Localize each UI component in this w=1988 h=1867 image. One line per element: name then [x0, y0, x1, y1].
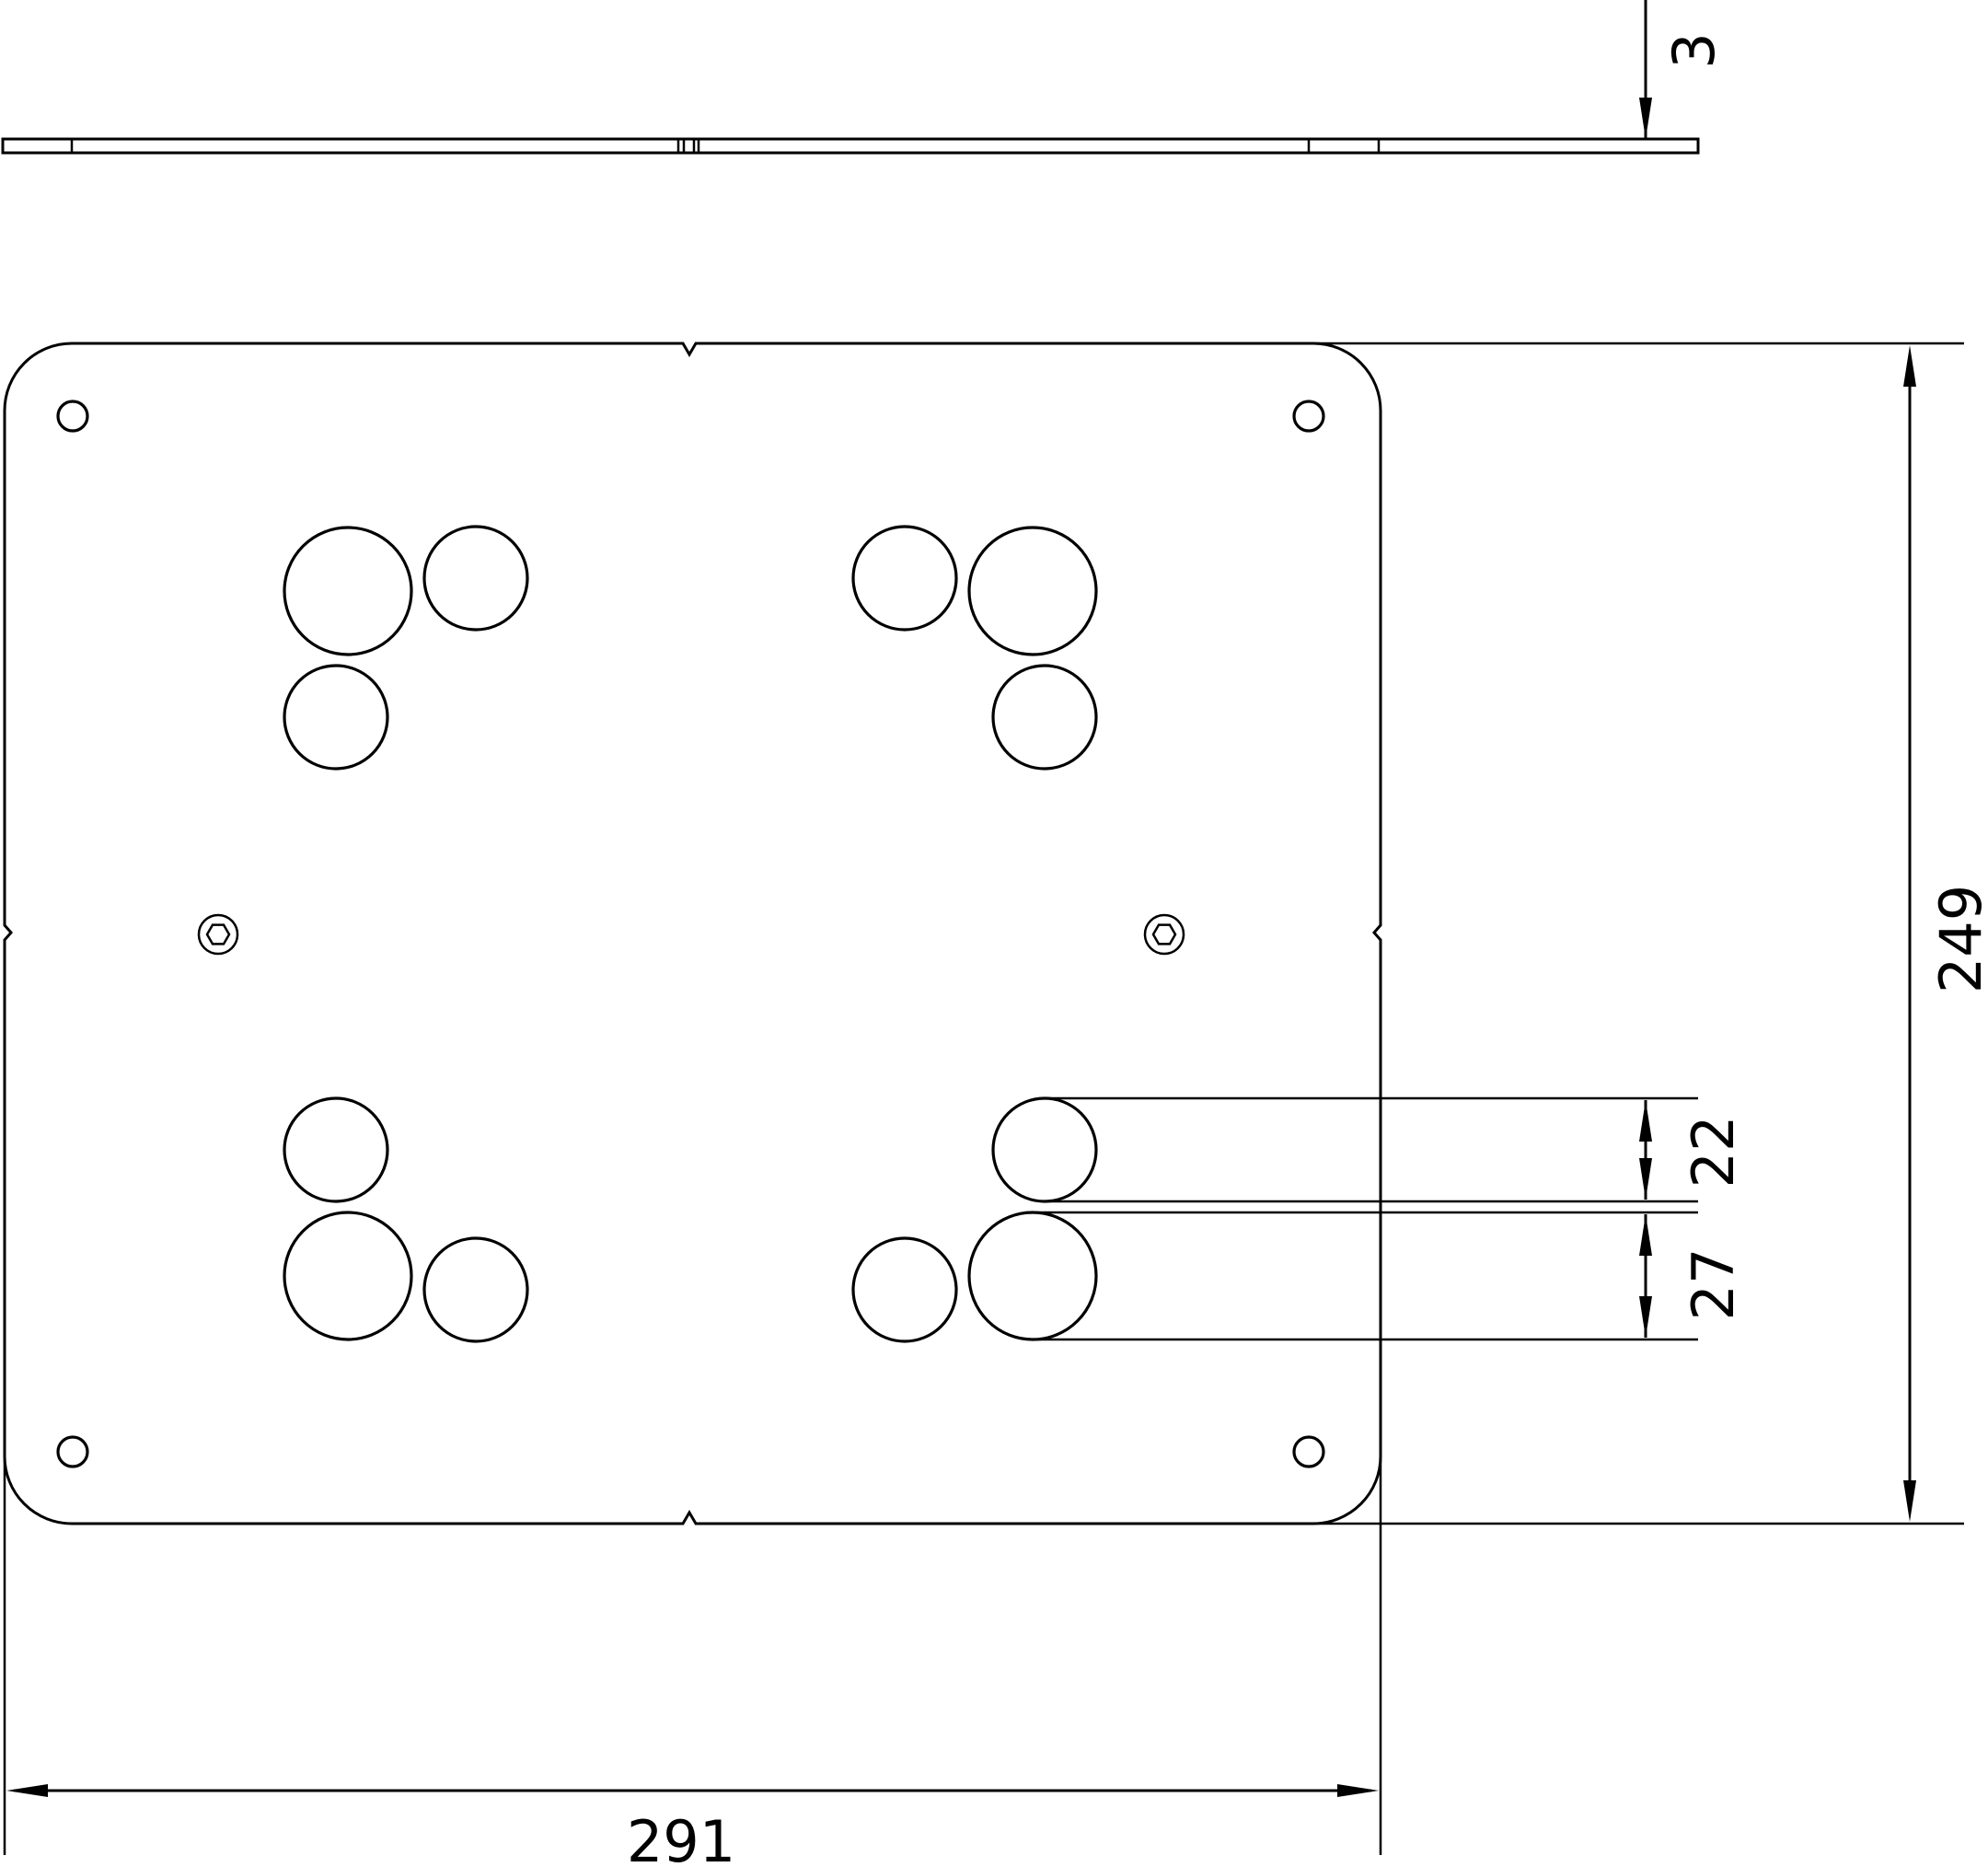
corner-hole: [1292, 400, 1325, 433]
corner-hole: [1292, 1435, 1325, 1468]
hole-offset-label: 27: [1680, 1248, 1747, 1321]
hole-group-top-left: [283, 525, 529, 771]
cable-hole-small: [283, 664, 389, 771]
corner-hole: [56, 1435, 89, 1468]
hole-group-bottom-left: [283, 1096, 529, 1343]
cable-hole-small: [422, 525, 529, 632]
cable-hole-small: [991, 1096, 1098, 1203]
cable-hole-large: [283, 1211, 413, 1341]
cable-hole-large: [967, 526, 1098, 656]
side-view: [1, 137, 1700, 155]
cable-hole-small: [851, 525, 958, 632]
hole-group-bottom-right: [851, 1096, 1098, 1343]
hex-screw: [1143, 913, 1185, 956]
thickness-dimension: 3: [1639, 0, 1728, 155]
cable-hole-small: [422, 1236, 529, 1343]
hole-group-top-right: [851, 525, 1098, 771]
front-view: [3, 342, 1382, 1525]
height-dimension: 249: [1313, 342, 1988, 1525]
height-label: 249: [1927, 885, 1988, 993]
hex-screw: [197, 913, 239, 956]
cable-hole-large: [967, 1211, 1098, 1341]
width-dimension: 291: [3, 1456, 1382, 1867]
width-label: 291: [627, 1808, 735, 1867]
plate-edge-profile: [1, 137, 1700, 155]
cable-hole-small: [283, 1096, 389, 1203]
cable-hole-small: [991, 664, 1098, 771]
hole-spacing-label: 22: [1680, 1116, 1747, 1189]
thickness-label: 3: [1660, 32, 1728, 68]
cable-hole-small: [851, 1236, 958, 1343]
hole-dimensions: 22 27: [1033, 1096, 1747, 1341]
cable-hole-large: [283, 526, 413, 656]
corner-hole: [56, 400, 89, 433]
